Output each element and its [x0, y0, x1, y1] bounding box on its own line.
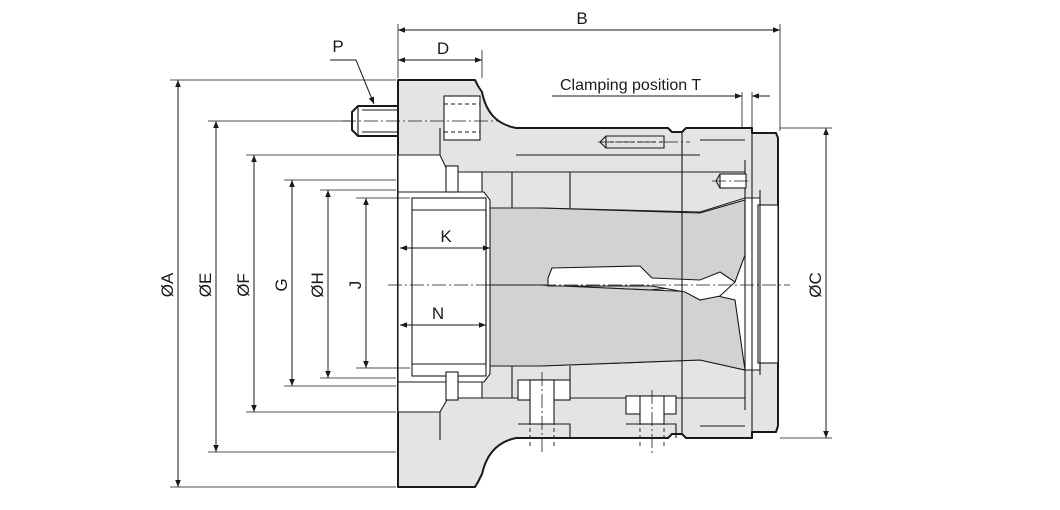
label-N: N	[432, 304, 444, 323]
set-screw	[605, 135, 665, 149]
chuck-body	[397, 79, 779, 488]
label-G: G	[272, 278, 291, 291]
bolt-head-top	[443, 95, 481, 141]
label-K: K	[440, 227, 452, 246]
collet-slot	[547, 265, 736, 301]
label-D: D	[437, 39, 449, 58]
label-A: ØA	[158, 272, 177, 297]
label-H: ØH	[308, 272, 327, 298]
label-B: B	[576, 9, 587, 28]
extension-lines	[170, 24, 832, 488]
dim-P-leader	[330, 59, 375, 105]
stop-plate	[411, 197, 487, 377]
label-P: P	[332, 37, 343, 56]
collet-lower	[489, 284, 746, 371]
dimension-labels: B D P Clamping position T K N ØA ØE ØF G…	[158, 9, 825, 323]
center-lines	[342, 120, 790, 454]
dimension-lines	[175, 27, 829, 487]
label-T: Clamping position T	[560, 77, 701, 94]
label-C: ØC	[806, 272, 825, 298]
rear-bore	[757, 204, 779, 364]
label-F: ØF	[234, 273, 253, 297]
label-E: ØE	[196, 273, 215, 298]
label-J: J	[346, 281, 365, 290]
